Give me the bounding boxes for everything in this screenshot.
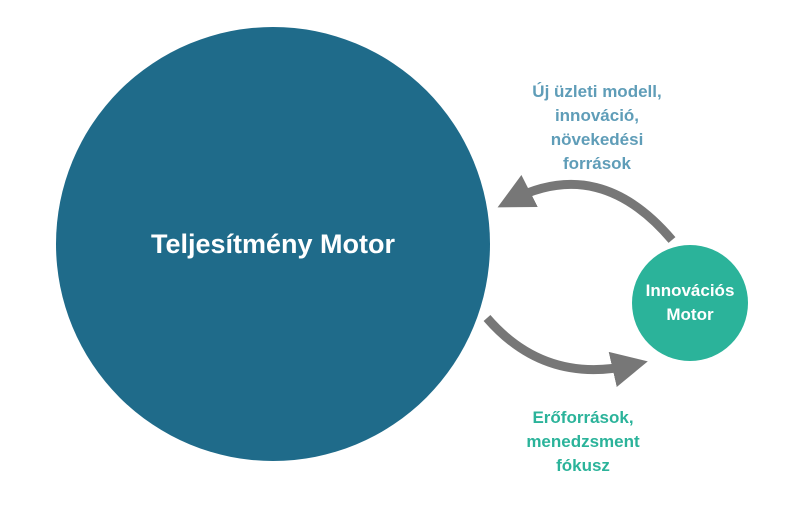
bottom-flow-label-line: fókusz [556, 456, 610, 475]
top-flow-label-line: innováció, [555, 106, 639, 125]
performance-engine-circle [56, 27, 490, 461]
bottom-flow-arrow [483, 315, 648, 387]
performance-engine-label: Teljesítmény Motor [151, 229, 396, 259]
innovation-engine-circle [632, 245, 748, 361]
top-flow-arrow [497, 174, 676, 243]
top-flow-label: Új üzleti modell, innováció, növekedési … [532, 82, 661, 173]
bottom-flow-label-line: Erőforrások, [532, 408, 633, 427]
innovation-engine-label-line1: Innovációs [646, 281, 735, 300]
top-flow-label-line: növekedési [551, 130, 644, 149]
top-flow-label-line: Új üzleti modell, [532, 82, 661, 101]
top-flow-label-line: források [563, 154, 632, 173]
innovation-engine-label-line2: Motor [666, 305, 714, 324]
bottom-flow-label: Erőforrások, menedzsment fókusz [526, 408, 640, 475]
bottom-flow-label-line: menedzsment [526, 432, 640, 451]
